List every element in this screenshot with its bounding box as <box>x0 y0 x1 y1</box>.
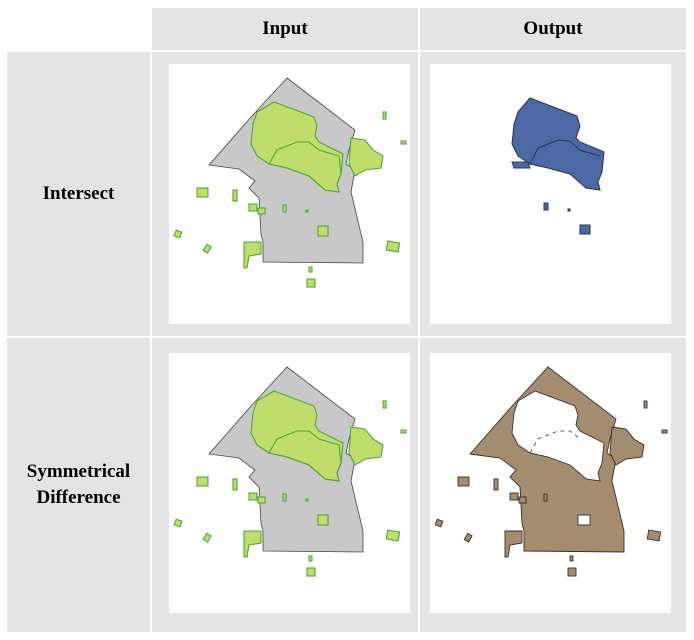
overlay-patch <box>202 243 212 254</box>
map-panel-intersect-output <box>430 64 671 324</box>
overlay-patch <box>305 209 309 213</box>
symdiff-result-patch <box>567 567 577 577</box>
overlay-patch <box>196 476 209 487</box>
overlay-patch <box>196 187 209 198</box>
row-label-symdiff-line1: Symmetrical <box>26 461 131 482</box>
header-input: Input <box>152 8 418 50</box>
symdiff-result-main <box>469 366 625 553</box>
map-panel-intersect-input <box>169 64 410 324</box>
overlay-patch <box>305 498 309 502</box>
header-output-label: Output <box>523 18 583 39</box>
overlay-patch <box>248 203 258 212</box>
overlay-patch <box>382 400 387 409</box>
overlay-polygon-right <box>348 137 384 177</box>
header-output: Output <box>420 8 686 50</box>
overlay-patch <box>317 514 329 526</box>
overlay-polygon-inner <box>268 141 342 193</box>
intersect-result-large <box>511 97 605 191</box>
overlay-patch <box>308 266 313 273</box>
overlay-patch <box>248 492 258 501</box>
symdiff-result-patch <box>569 555 574 562</box>
overlay-patch <box>400 140 407 145</box>
corner-cell <box>0 0 151 50</box>
overlay-polygon-inner <box>268 430 342 482</box>
intersect-result-edge <box>511 161 531 169</box>
intersect-result-patch <box>579 224 591 235</box>
map-panel-symdiff-input <box>169 353 410 613</box>
map-panel-symdiff-output <box>430 353 671 613</box>
intersect-result-patch <box>567 208 571 212</box>
overlay-patch <box>385 529 401 542</box>
overlay-polygon-right <box>348 426 384 466</box>
map-intersect-output <box>511 97 605 235</box>
overlay-patch <box>282 204 287 213</box>
symdiff-result-patch <box>493 478 499 491</box>
symdiff-result-patch <box>518 496 527 504</box>
intersect-result-patch <box>543 202 549 211</box>
row-label-intersect: Intersect <box>7 52 150 336</box>
symdiff-result-patch <box>661 429 668 434</box>
base-polygon <box>208 77 364 264</box>
row-label-symdiff-line2: Difference <box>36 487 121 508</box>
overlay-patch <box>257 207 266 215</box>
symdiff-result-patch <box>543 493 548 502</box>
symdiff-result-patch <box>646 529 662 542</box>
symdiff-result-right <box>609 426 645 466</box>
overlay-patch <box>232 189 238 202</box>
row-label-intersect-text: Intersect <box>42 183 115 204</box>
map-intersect-input <box>173 77 407 288</box>
symdiff-result-patch <box>463 532 473 543</box>
symdiff-result-patch <box>504 530 523 558</box>
symdiff-result-patch <box>457 476 470 487</box>
overlay-patch <box>306 567 316 577</box>
map-symdiff-input <box>173 366 407 577</box>
intersect-inner-outline <box>529 139 601 165</box>
overlay-patch <box>232 478 238 491</box>
header-input-label: Input <box>262 18 308 39</box>
overlay-patch <box>257 496 266 504</box>
overlay-patch <box>282 493 287 502</box>
overlay-patch <box>243 530 262 558</box>
overlay-patch <box>306 278 316 288</box>
row-label-symmetrical-difference: Symmetrical Difference <box>7 338 150 632</box>
overlay-patch <box>243 241 262 269</box>
overlay-patch <box>173 229 183 239</box>
overlay-patch <box>385 240 401 253</box>
base-polygon <box>208 366 364 553</box>
map-symdiff-output <box>434 366 668 577</box>
symdiff-result-patch <box>643 400 648 409</box>
overlay-patch <box>317 225 329 237</box>
symdiff-result-patch <box>434 518 444 528</box>
overlay-patch <box>382 111 387 120</box>
overlay-patch <box>308 555 313 562</box>
overlay-patch <box>202 532 212 543</box>
row-label-symdiff-text: Symmetrical Difference <box>27 459 130 511</box>
symdiff-result-patch <box>509 492 519 501</box>
overlay-patch <box>400 429 407 434</box>
symdiff-inner-dashes <box>529 430 581 454</box>
overlay-patch <box>173 518 183 528</box>
